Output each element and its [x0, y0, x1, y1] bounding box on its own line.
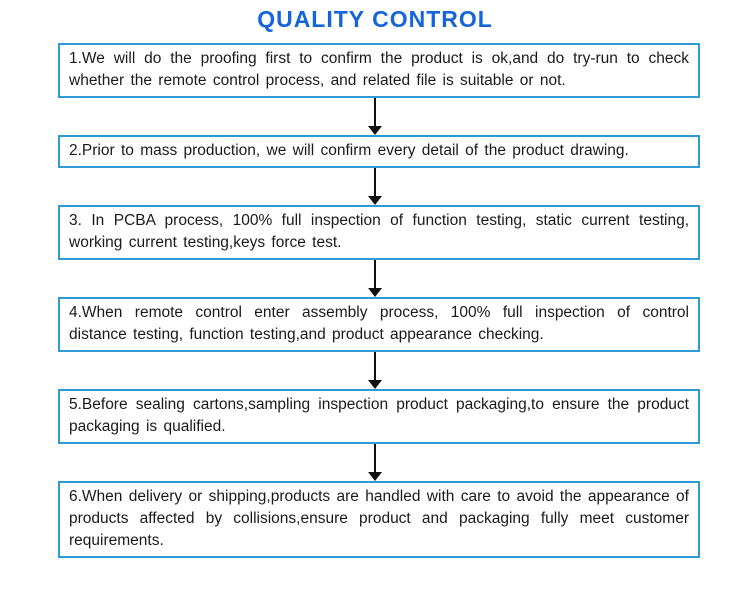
arrow-head	[368, 126, 382, 135]
page-title: QUALITY CONTROL	[257, 6, 493, 32]
down-arrow-icon	[368, 260, 382, 297]
step-3-text: 3. In PCBA process, 100% full inspection…	[69, 212, 689, 251]
step-1-text: 1.We will do the proofing first to confi…	[69, 50, 689, 89]
arrow-head	[368, 472, 382, 481]
step-box-5: 5.Before sealing cartons,sampling inspec…	[58, 389, 700, 444]
arrow-head	[368, 196, 382, 205]
arrow-head	[368, 380, 382, 389]
down-arrow-icon	[368, 352, 382, 389]
flowchart-body: 1.We will do the proofing first to confi…	[0, 43, 750, 558]
step-box-3: 3. In PCBA process, 100% full inspection…	[58, 205, 700, 260]
down-arrow-icon	[368, 444, 382, 481]
down-arrow-icon	[368, 98, 382, 135]
step-box-6: 6.When delivery or shipping,products are…	[58, 481, 700, 558]
arrow-shaft	[374, 352, 376, 380]
arrow-shaft	[374, 444, 376, 472]
step-box-4: 4.When remote control enter assembly pro…	[58, 297, 700, 352]
arrow-shaft	[374, 260, 376, 288]
step-4-text: 4.When remote control enter assembly pro…	[69, 304, 689, 343]
arrow-shaft	[374, 168, 376, 196]
arrow-head	[368, 288, 382, 297]
step-box-2: 2.Prior to mass production, we will conf…	[58, 135, 700, 168]
step-box-1: 1.We will do the proofing first to confi…	[58, 43, 700, 98]
down-arrow-icon	[368, 168, 382, 205]
step-5-text: 5.Before sealing cartons,sampling inspec…	[69, 396, 689, 435]
step-2-text: 2.Prior to mass production, we will conf…	[69, 142, 629, 159]
step-6-text: 6.When delivery or shipping,products are…	[69, 488, 689, 549]
arrow-shaft	[374, 98, 376, 126]
